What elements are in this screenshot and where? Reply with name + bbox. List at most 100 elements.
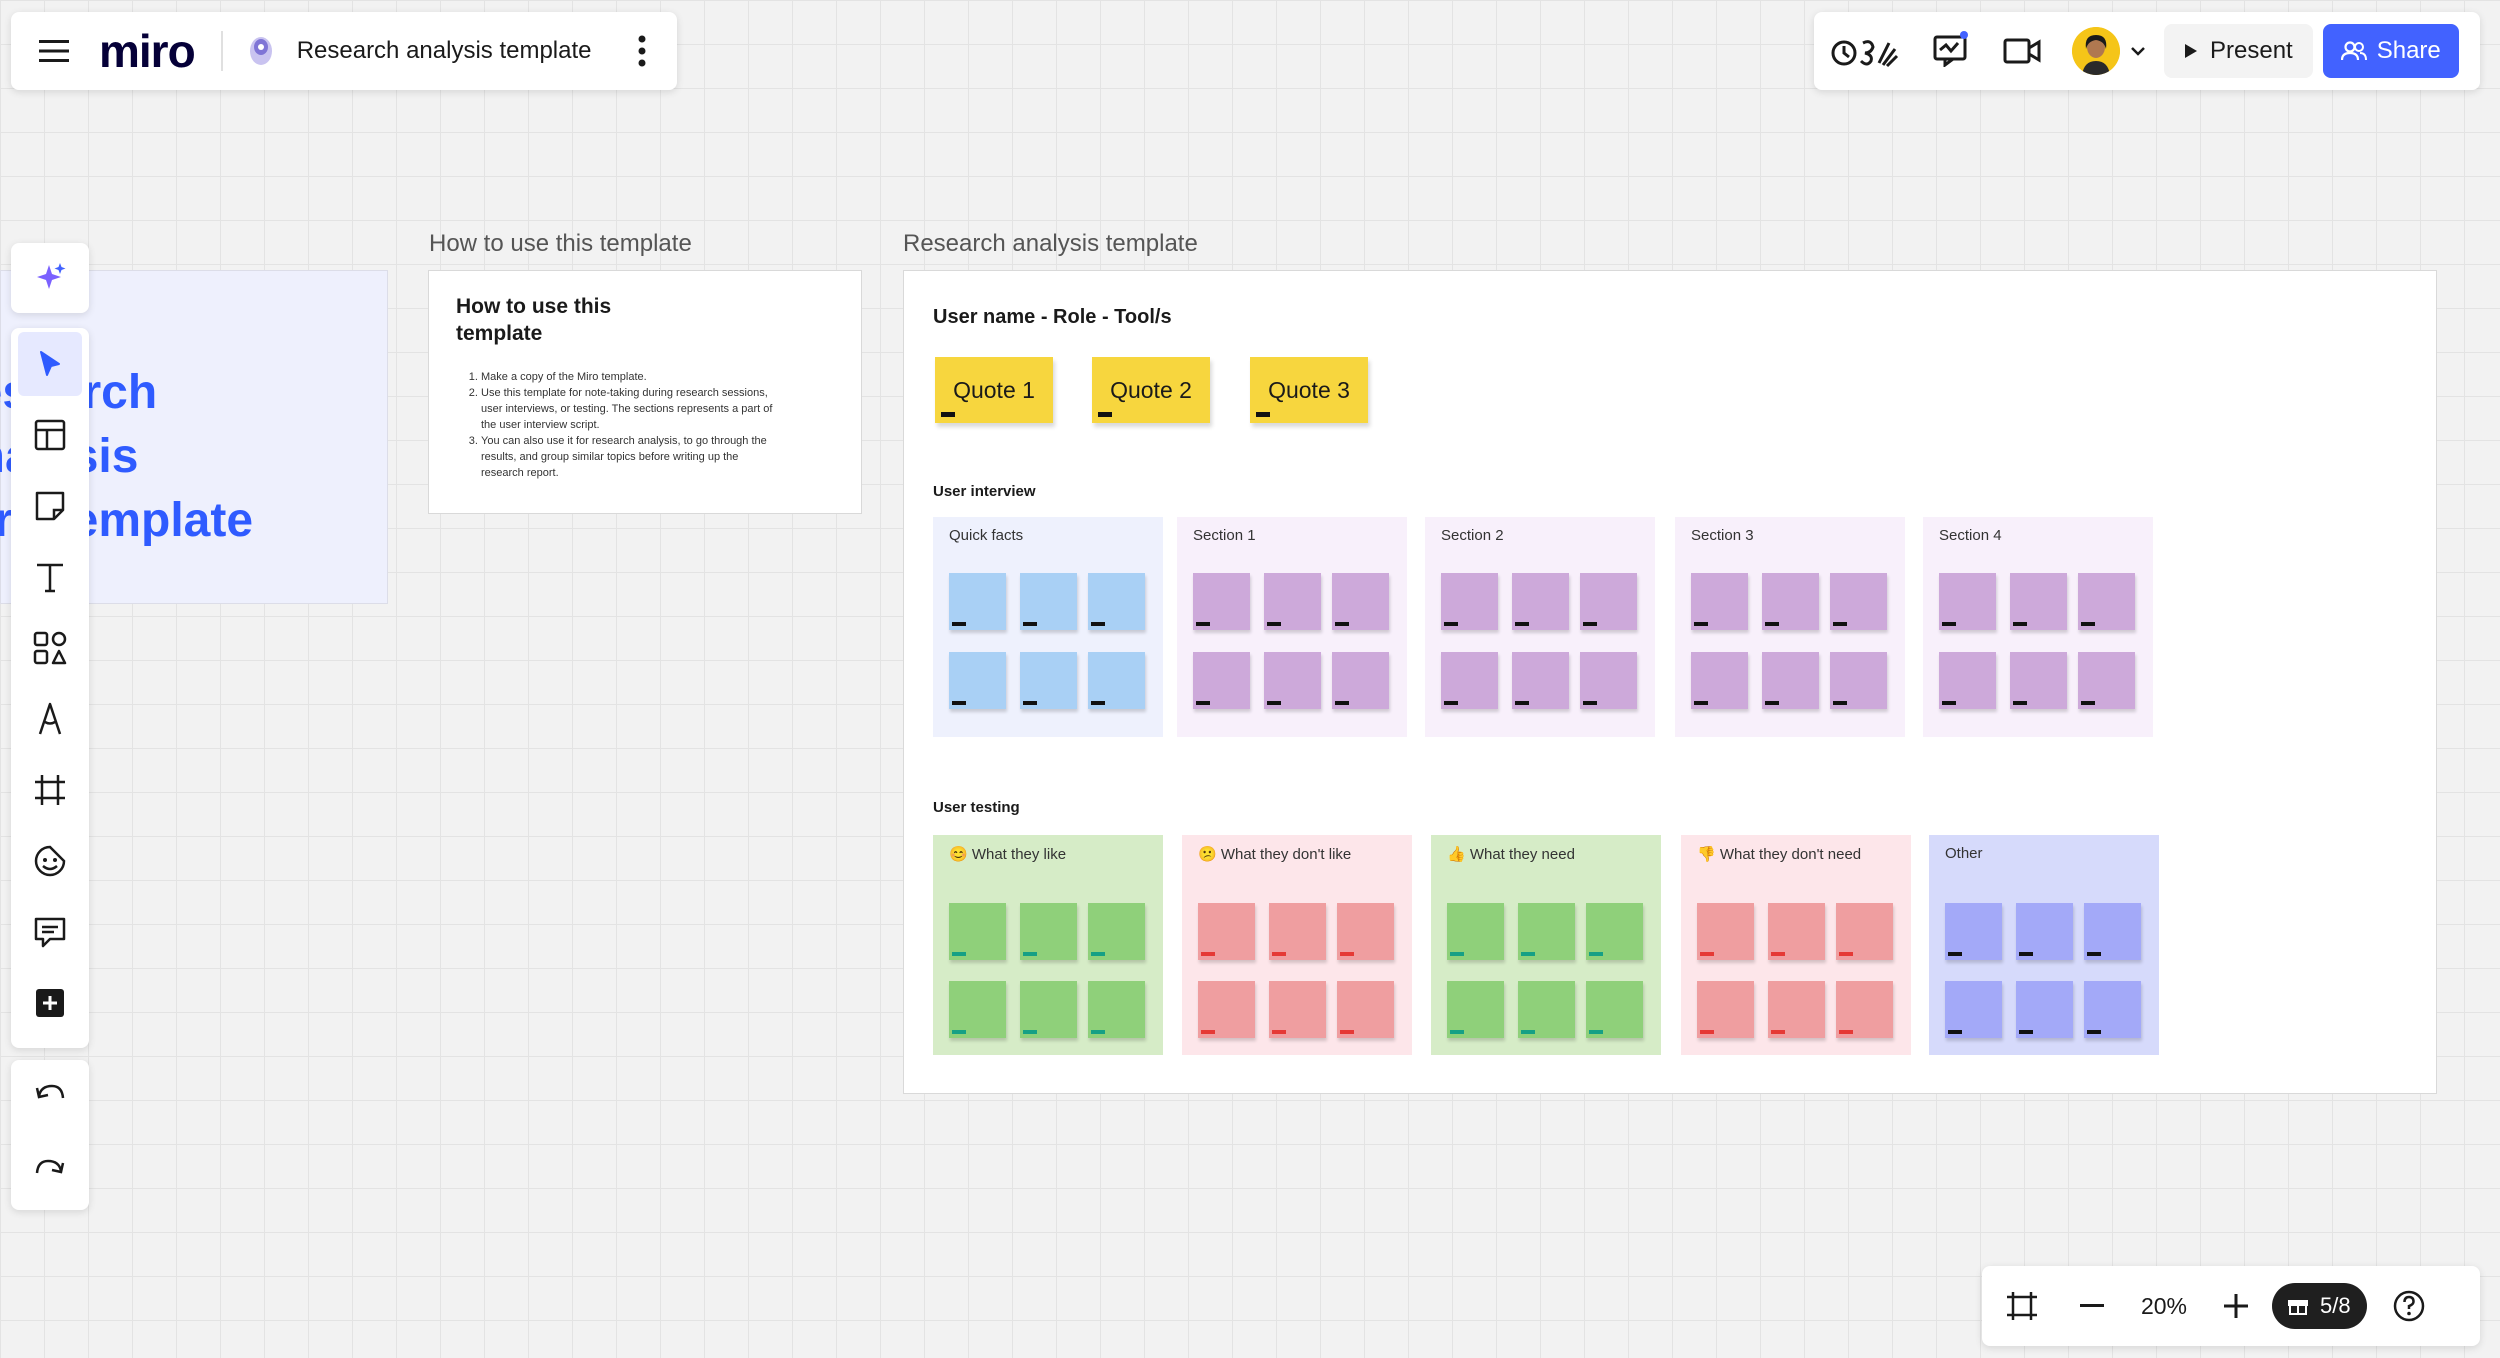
- sticky-note[interactable]: [1697, 903, 1754, 960]
- select-tool[interactable]: [18, 332, 82, 396]
- sticky-note[interactable]: [1269, 981, 1326, 1038]
- section-card[interactable]: 👎 What they don't need: [1681, 835, 1911, 1055]
- howto-frame[interactable]: How to use this template Make a copy of …: [428, 270, 862, 514]
- section-card[interactable]: Other: [1929, 835, 2159, 1055]
- more-tools-button[interactable]: [18, 971, 82, 1035]
- sticky-note[interactable]: [1945, 981, 2002, 1038]
- sticky-note[interactable]: [1332, 652, 1389, 709]
- sticky-note[interactable]: [1020, 981, 1077, 1038]
- section-card[interactable]: Section 2: [1425, 517, 1655, 737]
- sticky-note[interactable]: [2084, 903, 2141, 960]
- sticky-note[interactable]: [1691, 573, 1748, 630]
- zoom-level[interactable]: 20%: [2140, 1292, 2188, 1319]
- sticky-note[interactable]: [949, 573, 1006, 630]
- sticky-note[interactable]: [949, 981, 1006, 1038]
- quote-sticky[interactable]: Quote 2: [1092, 357, 1210, 423]
- sticky-note[interactable]: [1518, 981, 1575, 1038]
- chevron-down-icon[interactable]: [2130, 46, 2146, 56]
- activity-icon[interactable]: [1922, 23, 1978, 79]
- howto-frame-label[interactable]: How to use this template: [429, 230, 692, 257]
- sticky-note[interactable]: [1198, 903, 1255, 960]
- menu-icon[interactable]: [25, 22, 83, 80]
- user-menu[interactable]: [2072, 27, 2146, 75]
- sticky-note[interactable]: [1697, 981, 1754, 1038]
- sticky-note[interactable]: [1020, 573, 1077, 630]
- video-call-icon[interactable]: [1994, 23, 2050, 79]
- sticky-note[interactable]: [1198, 981, 1255, 1038]
- sticky-note[interactable]: [1762, 652, 1819, 709]
- sticky-note[interactable]: [2084, 981, 2141, 1038]
- sticky-note[interactable]: [1264, 573, 1321, 630]
- quote-sticky[interactable]: Quote 3: [1250, 357, 1368, 423]
- avatar[interactable]: [2072, 27, 2120, 75]
- fit-to-screen-icon[interactable]: [1996, 1280, 2048, 1332]
- sticky-note[interactable]: [1441, 573, 1498, 630]
- sticky-note[interactable]: [949, 903, 1006, 960]
- sticky-note[interactable]: [1586, 981, 1643, 1038]
- section-card[interactable]: Section 3: [1675, 517, 1905, 737]
- sticky-note[interactable]: [1193, 652, 1250, 709]
- redo-button[interactable]: [18, 1137, 82, 1201]
- sticky-note[interactable]: [1447, 981, 1504, 1038]
- pen-tool[interactable]: [18, 687, 82, 751]
- more-options-icon[interactable]: [624, 27, 660, 75]
- sticky-note-tool[interactable]: [18, 474, 82, 538]
- sticky-note[interactable]: [1939, 573, 1996, 630]
- sticky-note[interactable]: [1264, 652, 1321, 709]
- section-card[interactable]: 😕 What they don't like: [1182, 835, 1412, 1055]
- sticky-note[interactable]: [1836, 903, 1893, 960]
- sticky-note[interactable]: [1088, 981, 1145, 1038]
- undo-button[interactable]: [18, 1062, 82, 1126]
- sticky-note[interactable]: [1939, 652, 1996, 709]
- ai-assist-button[interactable]: [11, 243, 89, 313]
- section-card[interactable]: 😊 What they like: [933, 835, 1163, 1055]
- main-frame-label[interactable]: Research analysis template: [903, 230, 1198, 257]
- sticky-note[interactable]: [1512, 573, 1569, 630]
- help-icon[interactable]: [2383, 1280, 2435, 1332]
- sticky-note[interactable]: [1088, 652, 1145, 709]
- sticky-note[interactable]: [1768, 981, 1825, 1038]
- section-card[interactable]: Section 1: [1177, 517, 1407, 737]
- text-tool[interactable]: [18, 545, 82, 609]
- sticky-note[interactable]: [2016, 981, 2073, 1038]
- stickers-tool[interactable]: [18, 829, 82, 893]
- sticky-note[interactable]: [1441, 652, 1498, 709]
- sticky-note[interactable]: [1088, 573, 1145, 630]
- sticky-note[interactable]: [1020, 652, 1077, 709]
- zoom-in-icon[interactable]: [2210, 1280, 2262, 1332]
- section-card[interactable]: 👍 What they need: [1431, 835, 1661, 1055]
- templates-tool[interactable]: [18, 403, 82, 467]
- sticky-note[interactable]: [1580, 573, 1637, 630]
- sticky-note[interactable]: [1945, 903, 2002, 960]
- sticky-note[interactable]: [949, 652, 1006, 709]
- research-frame[interactable]: User name - Role - Tool/s Quote 1 Quote …: [903, 270, 2437, 1094]
- sticky-note[interactable]: [2078, 652, 2135, 709]
- sticky-note[interactable]: [1332, 573, 1389, 630]
- board-icon[interactable]: [243, 33, 279, 69]
- pages-button[interactable]: 5/8: [2272, 1283, 2367, 1329]
- sticky-note[interactable]: [1830, 652, 1887, 709]
- section-card[interactable]: Section 4: [1923, 517, 2153, 737]
- sticky-note[interactable]: [1691, 652, 1748, 709]
- comment-tool[interactable]: [18, 900, 82, 964]
- sticky-note[interactable]: [1768, 903, 1825, 960]
- sticky-note[interactable]: [1836, 981, 1893, 1038]
- miro-logo[interactable]: miro: [99, 25, 196, 77]
- board-title[interactable]: Research analysis template: [296, 37, 592, 64]
- quote-sticky[interactable]: Quote 1: [935, 357, 1053, 423]
- sticky-note[interactable]: [1269, 903, 1326, 960]
- sticky-note[interactable]: [1518, 903, 1575, 960]
- sticky-note[interactable]: [1830, 573, 1887, 630]
- sticky-note[interactable]: [1586, 903, 1643, 960]
- sticky-note[interactable]: [1447, 903, 1504, 960]
- sticky-note[interactable]: [2010, 652, 2067, 709]
- sticky-note[interactable]: [1512, 652, 1569, 709]
- section-card[interactable]: Quick facts: [933, 517, 1163, 737]
- sticky-note[interactable]: [1193, 573, 1250, 630]
- sticky-note[interactable]: [1020, 903, 1077, 960]
- sticky-note[interactable]: [1337, 981, 1394, 1038]
- sticky-note[interactable]: [1580, 652, 1637, 709]
- present-button[interactable]: Present: [2164, 24, 2313, 78]
- share-button[interactable]: Share: [2322, 24, 2459, 78]
- sticky-note[interactable]: [2016, 903, 2073, 960]
